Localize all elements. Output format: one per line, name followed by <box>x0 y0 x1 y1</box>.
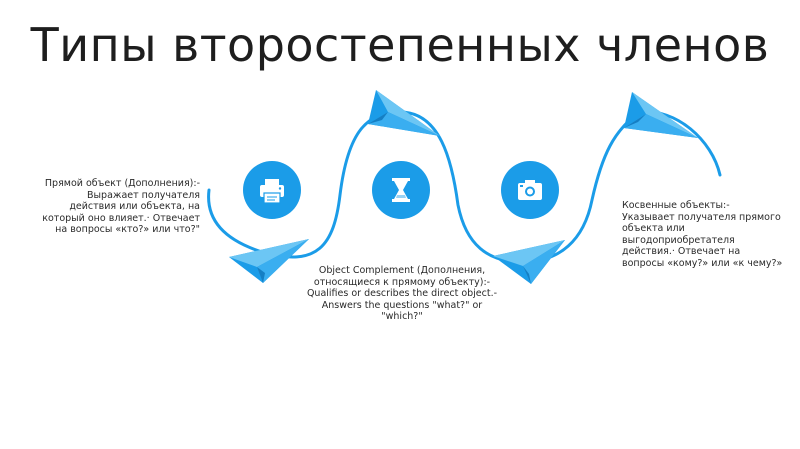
printer-icon <box>260 179 284 204</box>
paper-plane-2 <box>368 90 440 136</box>
paper-plane-3 <box>493 240 565 284</box>
step-1-description: Прямой объект (Дополнения):- Выражает по… <box>42 178 200 235</box>
paper-plane-1 <box>229 239 309 283</box>
camera-icon <box>518 180 542 200</box>
step-2-description: Object Complement (Дополнения, относящие… <box>306 265 498 322</box>
hourglass-icon <box>392 178 410 202</box>
step-2-circle <box>372 161 430 219</box>
step-1-circle <box>243 161 301 219</box>
step-3-description: Косвенные объекты:- Указывает получателя… <box>622 200 783 269</box>
paper-plane-4 <box>624 92 698 138</box>
slide-title: Типы второстепенных членов <box>30 18 770 72</box>
step-3-circle <box>501 161 559 219</box>
flight-path-curve <box>207 110 722 264</box>
